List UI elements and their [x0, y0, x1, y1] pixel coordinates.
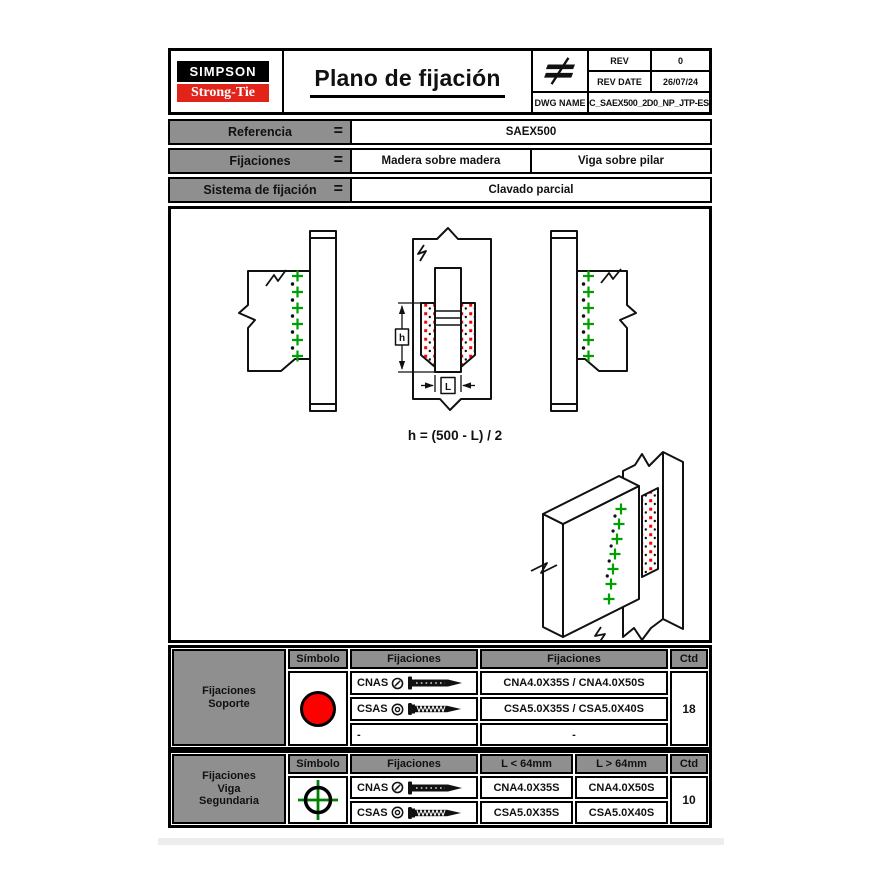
col-header-fijaciones: Fijaciones: [350, 754, 478, 774]
support-cna-models: CNA4.0X35S / CNA4.0X50S: [480, 671, 668, 695]
secondary-csa-short: CSA5.0X35S: [480, 801, 573, 824]
isometric-view-drawing: [530, 451, 684, 644]
page-shadow: [158, 838, 724, 845]
support-empty-models: -: [480, 723, 668, 746]
equals-sign: =: [333, 122, 343, 140]
title-cell: Plano de fijación: [284, 51, 531, 112]
crosshair-symbol: [298, 780, 338, 820]
col-header-simbolo: Símbolo: [288, 649, 348, 669]
table-row: CSAS: [350, 697, 478, 721]
side-view-left-drawing: [238, 230, 337, 412]
table-row: CNAS: [350, 671, 478, 695]
dwg-name-value: C_SAEX500_2D0_NP_JTP-ES: [589, 93, 709, 112]
secondary-cna-long: CNA4.0X50S: [575, 776, 668, 799]
support-quantity: 18: [670, 671, 708, 746]
side-view-right-drawing: [550, 230, 637, 412]
revision-block: REV 0 REV DATE 26/07/24 DWG NAME C_SAEX5…: [533, 51, 709, 112]
dwg-name-label: DWG NAME: [533, 93, 587, 112]
sistema-label: Sistema de fijación =: [170, 179, 352, 201]
support-table-label: Fijaciones Soporte: [172, 649, 286, 746]
secondary-symbol-cell: [288, 776, 348, 824]
rev-label: REV: [589, 51, 650, 70]
nail-icon: [407, 780, 463, 795]
front-view-drawing: h L: [394, 227, 492, 411]
h-formula-text: h = (500 - L) / 2: [408, 428, 502, 443]
fijaciones-value-2: Viga sobre pilar: [577, 155, 665, 167]
referencia-row: Referencia = SAEX500: [168, 119, 712, 145]
col-header-l-long: L > 64mm: [575, 754, 668, 774]
screw-icon: [407, 702, 462, 716]
support-symbol-cell: [288, 671, 348, 746]
col-header-l-short: L < 64mm: [480, 754, 573, 774]
secondary-cna-short: CNA4.0X35S: [480, 776, 573, 799]
cnas-head-icon: [391, 677, 404, 689]
company-logo: SIMPSON Strong-Tie: [171, 51, 282, 112]
secondary-beam-fixings-table: Fijaciones Viga Segundaria Símbolo Fijac…: [168, 750, 712, 828]
col-header-simbolo: Símbolo: [288, 754, 348, 774]
drawing-sheet: SIMPSON Strong-Tie Plano de fijación REV…: [168, 48, 712, 828]
secondary-csa-long: CSA5.0X40S: [575, 801, 668, 824]
title-block: SIMPSON Strong-Tie Plano de fijación REV…: [168, 48, 712, 115]
col-header-fijaciones-2: Fijaciones: [480, 649, 668, 669]
csas-head-icon: [391, 703, 404, 715]
rev-date-label: REV DATE: [589, 72, 650, 91]
secondary-table-label: Fijaciones Viga Segundaria: [172, 754, 286, 824]
csas-head-icon: [391, 806, 404, 819]
screw-icon: [407, 806, 462, 819]
equals-sign: =: [333, 151, 343, 169]
secondary-quantity: 10: [670, 776, 708, 824]
fijaciones-row: Fijaciones = Madera sobre madera Viga so…: [168, 148, 712, 174]
page-title: Plano de fijación: [310, 65, 505, 98]
col-header-ctd: Ctd: [670, 649, 708, 669]
fijaciones-value-1: Madera sobre madera: [352, 150, 532, 172]
col-header-ctd: Ctd: [670, 754, 708, 774]
table-row: CNAS: [350, 776, 478, 799]
table-row: CSAS: [350, 801, 478, 824]
sistema-value: Clavado parcial: [488, 184, 574, 196]
logo-strongtie: Strong-Tie: [177, 84, 269, 102]
rev-value: 0: [652, 51, 709, 70]
col-header-fijaciones: Fijaciones: [350, 649, 478, 669]
red-circle-symbol: [300, 690, 336, 727]
dim-l-label: L: [445, 382, 451, 393]
dim-h-label: h: [399, 333, 405, 344]
support-fixings-table: Fijaciones Soporte Símbolo Fijaciones Fi…: [168, 645, 712, 750]
technical-drawing: h L: [238, 227, 684, 644]
equals-sign: =: [333, 180, 343, 198]
sistema-row: Sistema de fijación = Clavado parcial: [168, 177, 712, 203]
cnas-head-icon: [391, 781, 404, 794]
referencia-label: Referencia =: [170, 121, 352, 143]
projection-symbol-icon: [533, 51, 587, 91]
drawing-area: h L: [168, 206, 712, 644]
referencia-value: SAEX500: [505, 126, 557, 138]
support-csa-models: CSA5.0X35S / CSA5.0X40S: [480, 697, 668, 721]
fijaciones-label: Fijaciones =: [170, 150, 352, 172]
table-row: -: [350, 723, 478, 746]
logo-simpson: SIMPSON: [177, 61, 269, 82]
rev-date-value: 26/07/24: [652, 72, 709, 91]
nail-icon: [407, 675, 463, 691]
